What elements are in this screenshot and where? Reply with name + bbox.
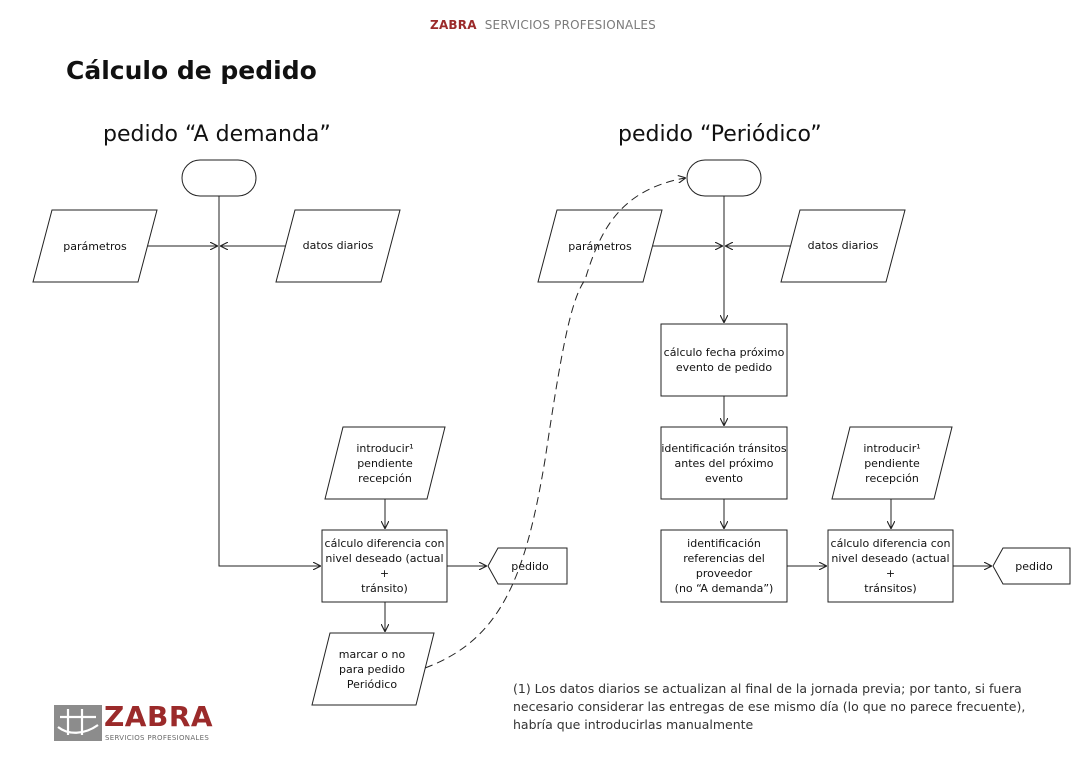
left-subtitle: pedido “A demanda” [103, 122, 331, 147]
right-pedido-shape [992, 547, 1071, 585]
left-introducir-label: introducir¹ pendiente recepción [356, 441, 414, 485]
dashed-link-marcar-to-periodico [424, 178, 685, 669]
left-start-terminator [181, 159, 257, 197]
left-calculo-label: cálculo diferencia con nivel deseado (ac… [324, 537, 445, 595]
left-parametros-shape [32, 209, 158, 283]
right-datos-diarios-shape [780, 209, 906, 283]
right-parametros-label: parámetros [568, 239, 632, 253]
right-subtitle: pedido “Periódico” [618, 122, 822, 147]
zabra-logo-icon [54, 705, 102, 741]
right-identificacion-transitos-box [660, 426, 788, 500]
left-datos-diarios-shape [275, 209, 401, 283]
logo-wordmark: ZABRA [104, 700, 214, 733]
footnote: (1) Los datos diarios se actualizan al f… [513, 681, 1026, 732]
right-parametros-shape [537, 209, 663, 283]
header-tagline: SERVICIOS PROFESIONALES [484, 18, 656, 32]
left-introducir-shape [324, 426, 446, 500]
left-marcar-shape [311, 632, 435, 706]
header-brand: ZABRA [430, 18, 477, 32]
page-header: ZABRA SERVICIOS PROFESIONALES [0, 18, 1086, 32]
right-calculo-fecha-box [660, 323, 788, 397]
page-title: Cálculo de pedido [66, 56, 317, 85]
left-pedido-shape [487, 547, 568, 585]
right-identificacion-transitos-label: identificación tránsitos antes del próxi… [661, 441, 787, 485]
left-main-line [218, 196, 320, 566]
right-calculo-label: cálculo diferencia con nivel deseado (ac… [830, 537, 951, 595]
right-identificacion-referencias-box [660, 529, 788, 603]
right-introducir-shape [831, 426, 953, 500]
right-identificacion-referencias-label: identificación referencias del proveedor… [674, 537, 774, 595]
left-parametros-label: parámetros [63, 239, 127, 253]
right-start-terminator [686, 159, 762, 197]
logo-tagline: SERVICIOS PROFESIONALES [105, 734, 210, 742]
left-marcar-label: marcar o no para pedido Periódico [338, 647, 406, 691]
right-calculo-fecha-label: cálculo fecha próximo evento de pedido [663, 346, 785, 374]
left-datos-diarios-label: datos diarios [302, 238, 374, 252]
left-pedido-label: pedido [511, 559, 549, 573]
right-pedido-label: pedido [1015, 559, 1053, 573]
right-introducir-label: introducir¹ pendiente recepción [863, 441, 921, 485]
right-calculo-box [827, 529, 954, 603]
right-datos-diarios-label: datos diarios [807, 238, 879, 252]
